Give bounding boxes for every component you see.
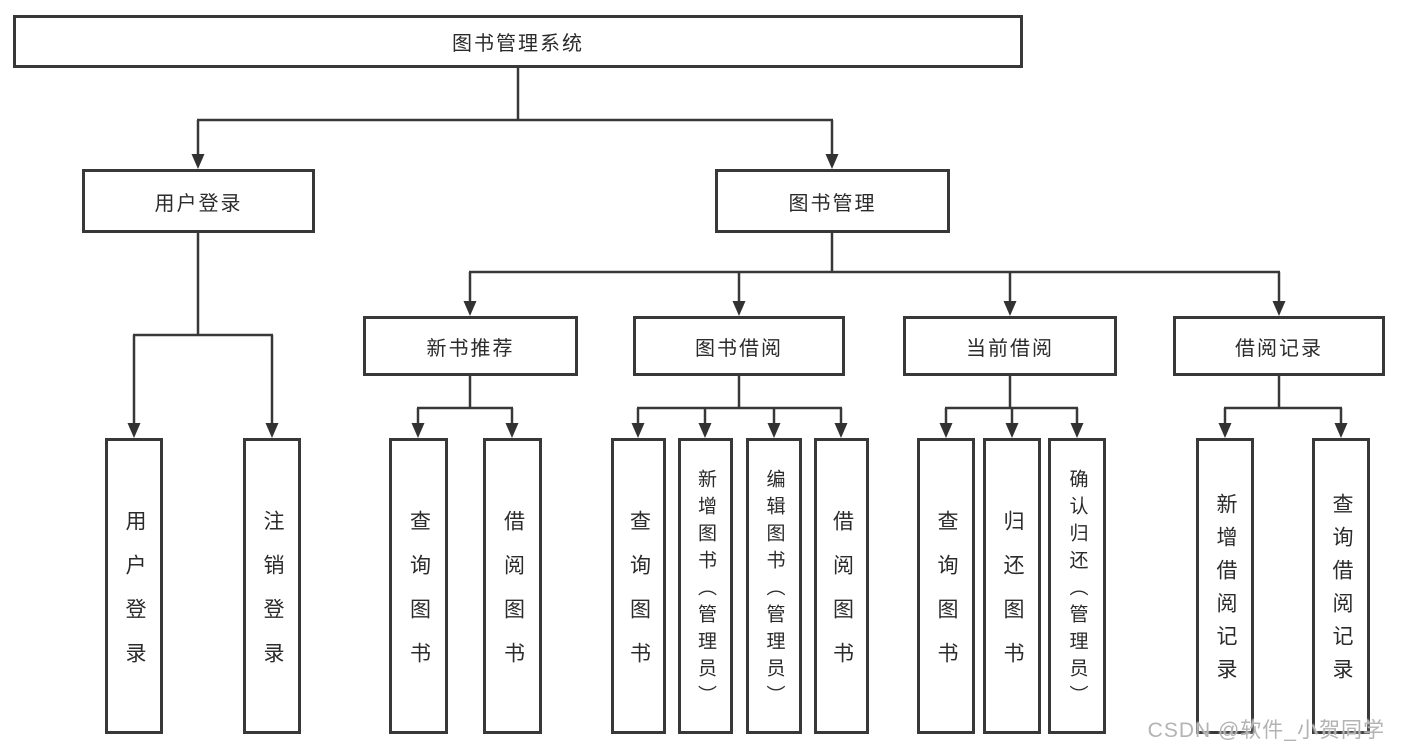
csdn-watermark: CSDN @软件_小贺同学 [1147,719,1385,742]
node-borrow-records: 借阅记录 [1173,316,1385,376]
leaf-query-borrow-record-label: 查询借阅记录 [1330,493,1353,691]
connector-newbooks-to-leaves [411,376,519,438]
node-root: 图书管理系统 [13,15,1023,68]
leaf-current-query-books: 查询图书 [917,438,975,734]
node-current-borrowing-label: 当前借阅 [966,337,1054,360]
node-book-management-label: 图书管理 [788,192,877,215]
leaf-newbooks-query-books: 查询图书 [389,438,448,734]
leaf-add-books-admin-label: 新增图书（管理员） [695,468,716,712]
leaf-newbooks-borrow-books-label: 借阅图书 [501,509,525,686]
leaf-return-books-label: 归还图书 [1001,509,1024,686]
leaf-borrowing-borrow-books: 借阅图书 [814,438,869,734]
leaf-newbooks-query-books-label: 查询图书 [407,509,431,686]
node-user-login-label: 用户登录 [154,192,243,215]
leaf-edit-books-admin: 编辑图书（管理员） [746,438,802,734]
leaf-logout-label: 注销登录 [261,509,284,686]
connector-userlogin-to-leaves [127,233,279,438]
node-user-login: 用户登录 [82,169,315,233]
leaf-newbooks-borrow-books: 借阅图书 [483,438,542,734]
node-new-book-recommendation: 新书推荐 [363,316,578,376]
leaf-edit-books-admin-label: 编辑图书（管理员） [763,468,785,712]
leaf-borrowing-query-books: 查询图书 [611,438,666,734]
node-book-borrowing: 图书借阅 [633,316,845,376]
connector-records-to-leaves [1218,376,1348,438]
node-current-borrowing: 当前借阅 [903,316,1117,376]
leaf-add-books-admin: 新增图书（管理员） [678,438,733,734]
leaf-return-books: 归还图书 [983,438,1041,734]
leaf-query-borrow-record: 查询借阅记录 [1312,438,1370,734]
leaf-borrowing-query-books-label: 查询图书 [627,509,651,686]
connector-bookborrow-to-leaves [631,376,848,438]
leaf-confirm-return-admin: 确认归还（管理员） [1048,438,1106,734]
leaf-logout: 注销登录 [243,438,301,734]
leaf-current-query-books-label: 查询图书 [935,509,958,686]
node-root-label: 图书管理系统 [452,33,584,55]
node-new-book-recommendation-label: 新书推荐 [426,337,515,360]
node-book-borrowing-label: 图书借阅 [695,337,783,360]
node-borrow-records-label: 借阅记录 [1235,337,1323,360]
leaf-user-login: 用户登录 [105,438,163,734]
connector-root-to-level2 [191,68,839,169]
connector-bookmgmt-to-level3 [463,233,1286,316]
leaf-add-borrow-record: 新增借阅记录 [1196,438,1254,734]
leaf-borrowing-borrow-books-label: 借阅图书 [830,509,854,686]
leaf-confirm-return-admin-label: 确认归还（管理员） [1066,468,1088,712]
node-book-management: 图书管理 [715,169,950,233]
leaf-add-borrow-record-label: 新增借阅记录 [1214,493,1237,691]
connector-currentborrow-to-leaves [939,376,1084,438]
leaf-user-login-label: 用户登录 [123,509,146,686]
